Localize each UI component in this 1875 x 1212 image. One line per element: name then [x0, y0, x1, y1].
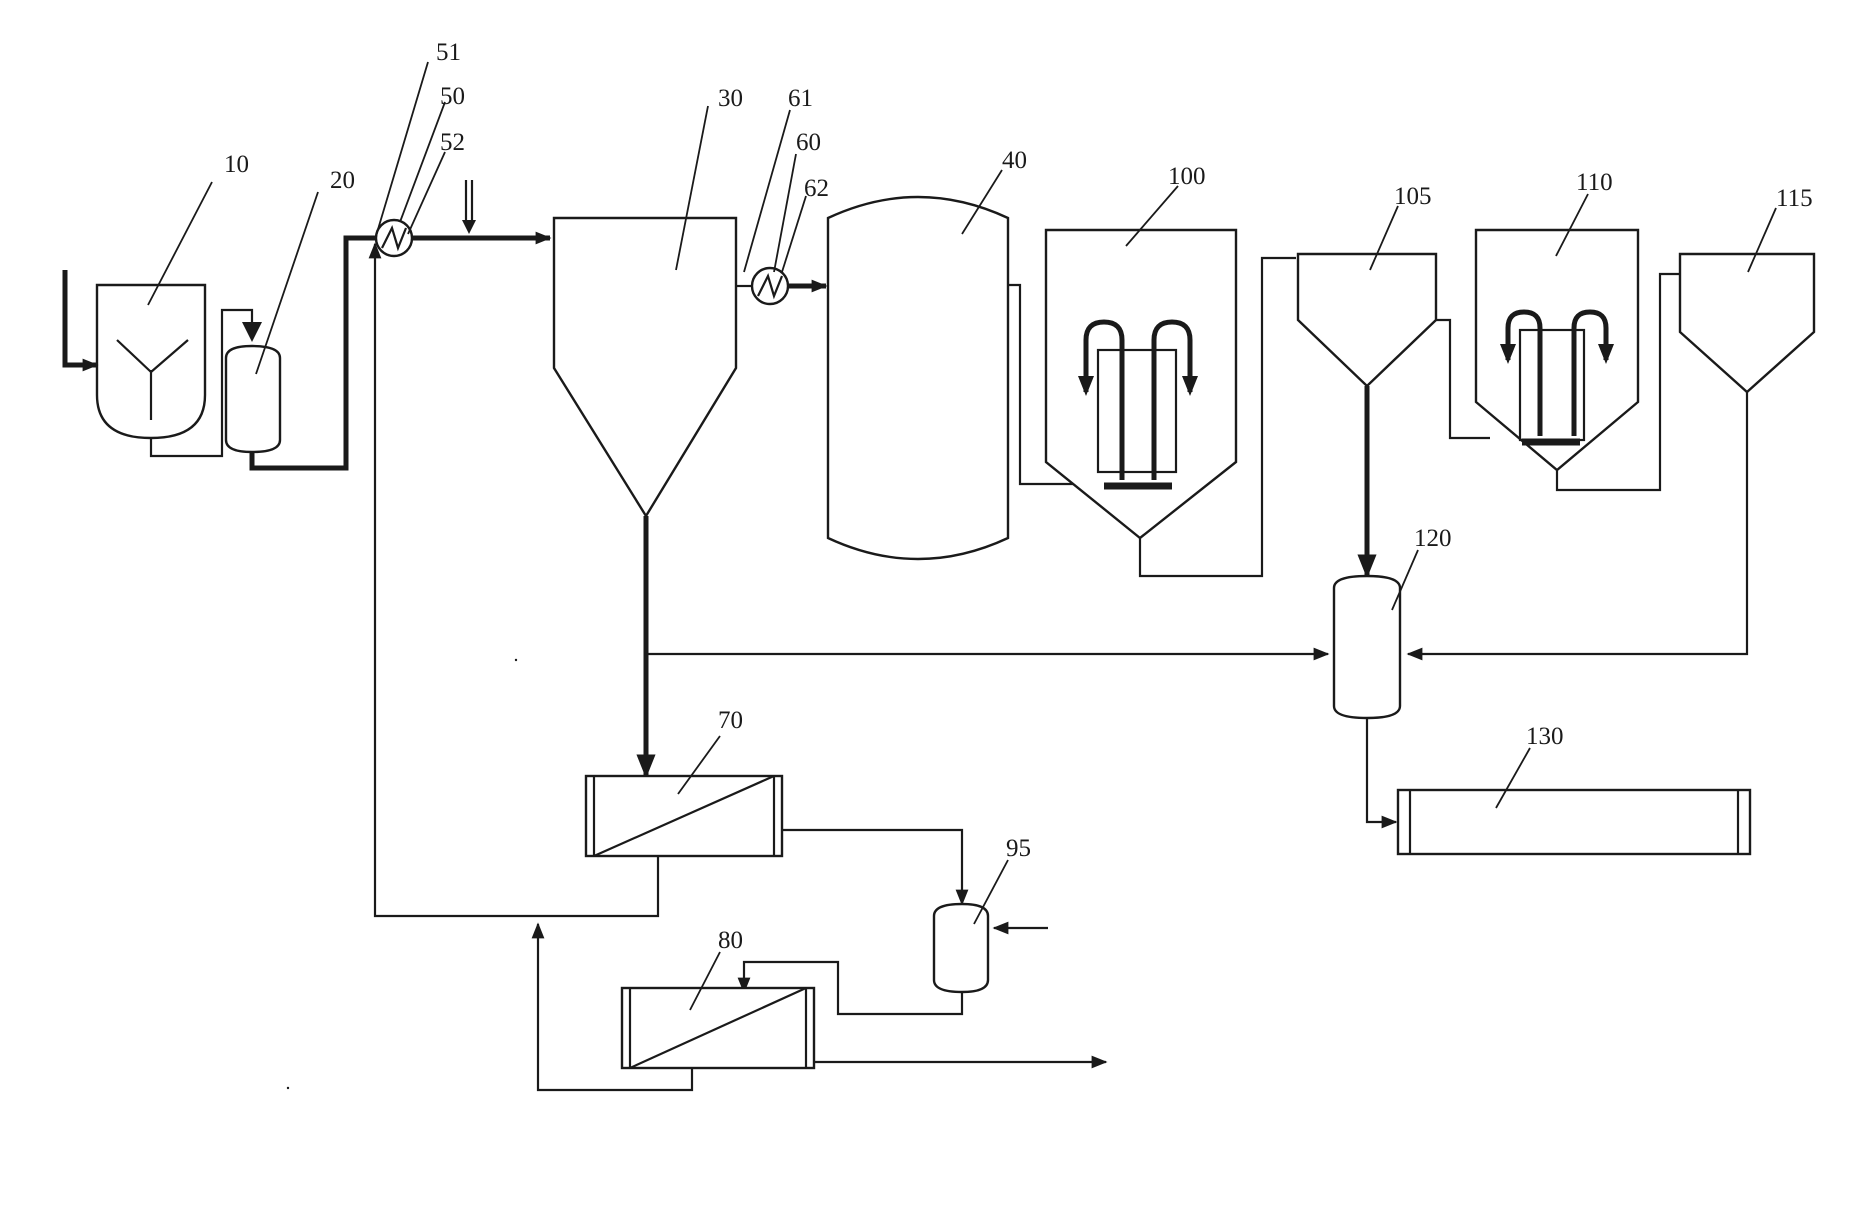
label-80: 80: [718, 927, 743, 954]
label-40: 40: [1002, 147, 1027, 174]
label-105: 105: [1394, 183, 1432, 210]
label-20: 20: [330, 167, 355, 194]
label-51: 51: [436, 39, 461, 66]
vessel-20: [226, 346, 280, 452]
crystallizer-110: [1476, 230, 1638, 470]
label-120: 120: [1414, 525, 1452, 552]
line-70-95: [782, 830, 962, 904]
label-100: 100: [1168, 163, 1206, 190]
label-95: 95: [1006, 835, 1031, 862]
label-10: 10: [224, 151, 249, 178]
label-62: 62: [804, 175, 829, 202]
double-inlet-arrow: [462, 180, 476, 234]
settler-115: [1680, 254, 1814, 392]
line-120-130: [1367, 718, 1396, 822]
hopper-30: [554, 218, 736, 516]
mixing-tank-10: [97, 285, 205, 438]
vessel-120: [1334, 576, 1400, 718]
heat-exchanger-icon-60: [752, 268, 788, 304]
label-70: 70: [718, 707, 743, 734]
label-50: 50: [440, 83, 465, 110]
dryer-130: [1398, 790, 1750, 854]
label-115: 115: [1776, 185, 1813, 212]
vessel-95: [934, 904, 988, 992]
settler-105: [1298, 254, 1436, 386]
label-130: 130: [1526, 723, 1564, 750]
heat-exchanger-icon: [376, 220, 412, 256]
label-110: 110: [1576, 169, 1613, 196]
feed-line-10: [65, 270, 97, 365]
vessel-40: [828, 197, 1008, 559]
crystallizer-100: [1046, 230, 1236, 538]
label-30: 30: [718, 85, 743, 112]
label-52: 52: [440, 129, 465, 156]
stray-dot: [515, 659, 517, 661]
stray-dot: [287, 1087, 289, 1089]
membrane-70: [586, 776, 782, 856]
label-61: 61: [788, 85, 813, 112]
arrowhead-icon: [242, 322, 262, 342]
label-60: 60: [796, 129, 821, 156]
membrane-80: [622, 988, 814, 1068]
